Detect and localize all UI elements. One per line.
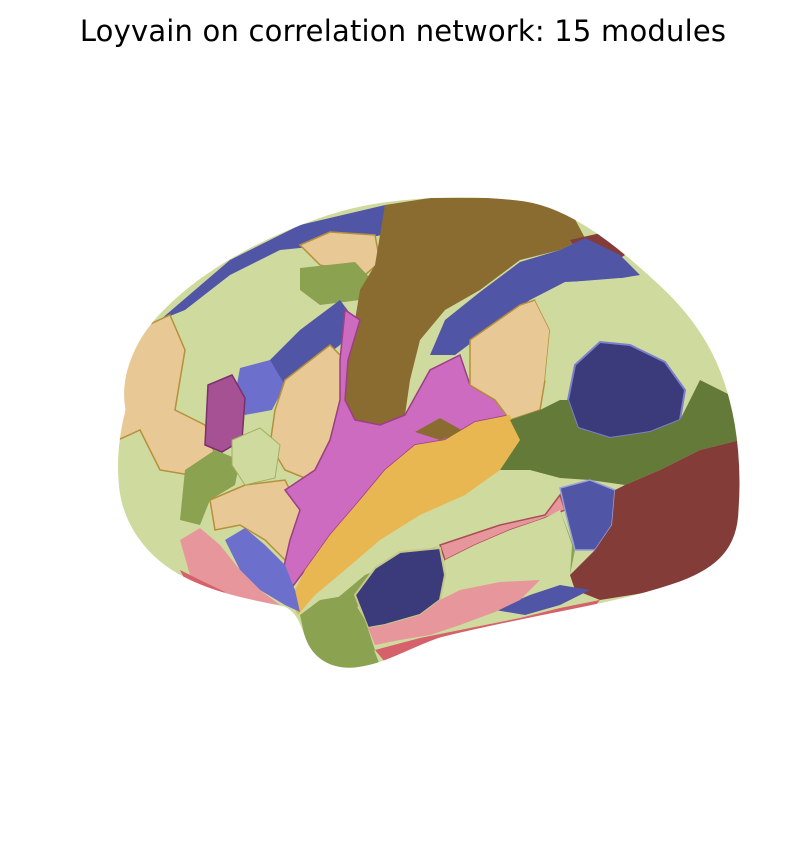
module-periwinkle-lower xyxy=(225,528,300,612)
module-pale-small xyxy=(231,427,281,486)
figure-title: Loyvain on correlation network: 15 modul… xyxy=(79,14,727,48)
module-indigo-lower-small xyxy=(495,585,590,615)
brain-outline xyxy=(117,196,741,669)
module-olive-upper xyxy=(300,262,372,305)
module-pink-lower xyxy=(368,580,540,645)
module-gold xyxy=(290,415,520,615)
module-indigo-band xyxy=(430,238,640,355)
module-olive-brown-notch xyxy=(415,418,465,440)
module-pale-lower xyxy=(440,510,572,590)
module-olive-pole xyxy=(300,595,375,668)
module-dark-olive xyxy=(500,380,740,485)
module-tan-right xyxy=(469,299,551,421)
module-indigo-mid xyxy=(260,300,355,390)
module-maroon-big xyxy=(570,440,740,600)
module-olive-left xyxy=(180,450,240,525)
module-olive-brown xyxy=(345,198,585,425)
module-periwinkle-upper xyxy=(235,360,285,415)
